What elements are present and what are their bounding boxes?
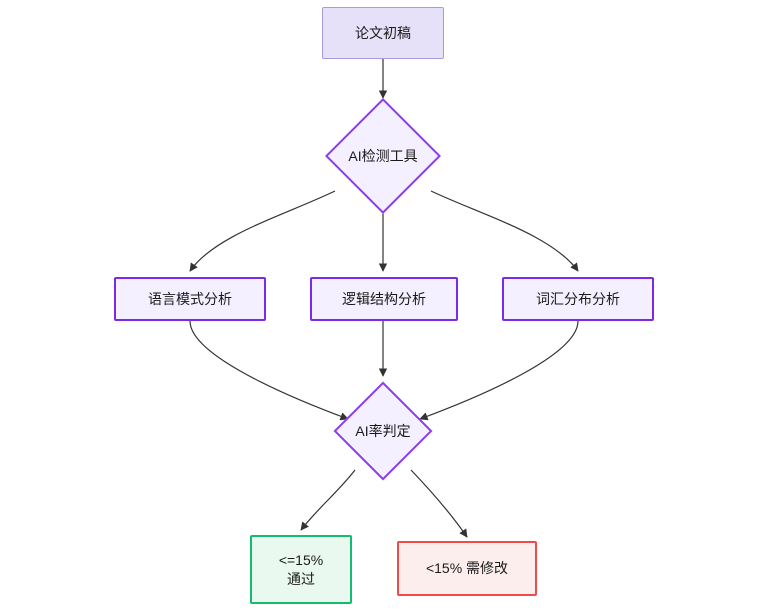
edge-judge-fail [410,469,468,538]
node-pass-result[interactable]: <=15% 通过 [250,535,352,604]
node-language-pattern-analysis[interactable]: 语言模式分析 [114,277,266,321]
node-fail-result[interactable]: <15% 需修改 [397,541,537,596]
node-vocabulary-distribution-analysis-label: 词汇分布分析 [536,290,620,307]
node-ai-rate-judgement-label: AI率判定 [355,423,411,439]
node-fail-result-label: <15% 需修改 [425,560,509,577]
node-vocabulary-distribution-analysis[interactable]: 词汇分布分析 [502,277,654,321]
node-pass-result-label: <=15% 通过 [278,551,324,587]
node-language-pattern-analysis-label: 语言模式分析 [148,290,232,307]
edge-detect-lang [189,190,336,272]
node-detect-label: AI检测工具 [348,148,418,164]
node-logic-structure-analysis[interactable]: 逻辑结构分析 [310,277,458,321]
edge-vocab-judge [419,320,579,421]
edge-lang-judge [189,320,349,421]
node-start-label: 论文初稿 [355,24,411,41]
node-start[interactable]: 论文初稿 [322,7,444,59]
node-logic-structure-analysis-label: 逻辑结构分析 [342,290,426,307]
edge-detect-vocab [430,190,579,272]
node-detect[interactable]: AI检测工具 [325,98,441,214]
edge-judge-pass [300,469,356,531]
node-ai-rate-judgement[interactable]: AI率判定 [333,381,433,481]
